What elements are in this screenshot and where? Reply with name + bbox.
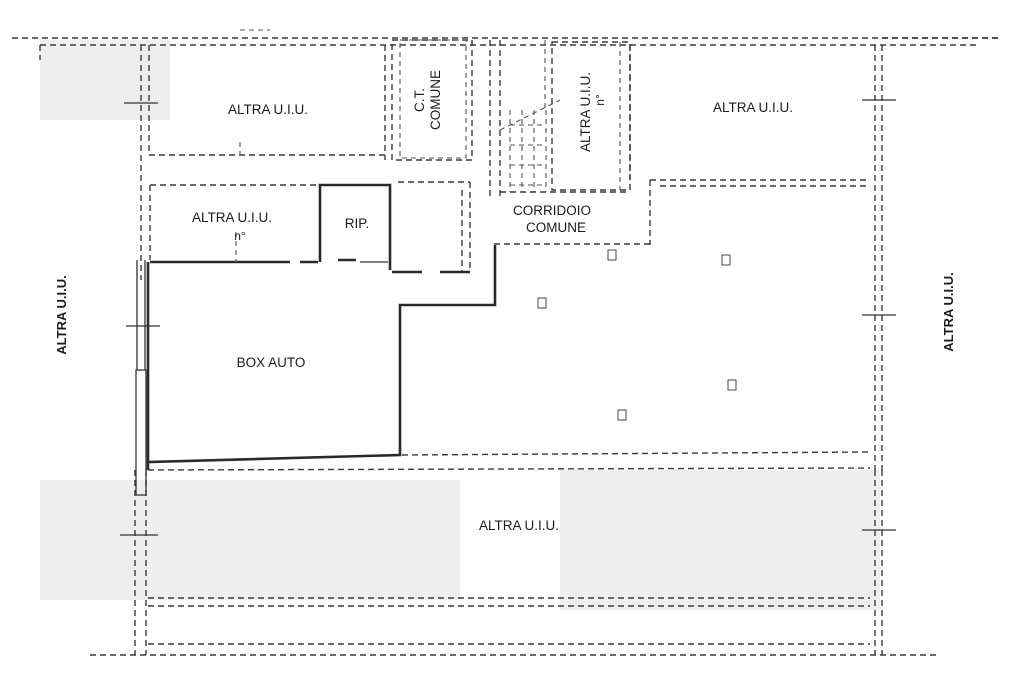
room-mid-left <box>149 184 318 264</box>
label-right-side: ALTRA U.I.U. <box>941 272 956 351</box>
box-auto-left-wall <box>126 260 160 496</box>
stairs <box>489 40 561 200</box>
room-ct-comune <box>391 39 473 161</box>
label-top-right: ALTRA U.I.U. <box>713 100 793 115</box>
room-closet <box>392 181 471 274</box>
pillar-symbols <box>537 249 737 421</box>
label-corridoio-line2: COMUNE <box>526 220 586 235</box>
label-mid-left-line1: ALTRA U.I.U. <box>192 210 272 225</box>
label-box-auto: BOX AUTO <box>237 355 306 370</box>
right-outer-wall <box>862 37 1000 655</box>
label-ct-line1: C.T. <box>412 88 427 112</box>
room-top-left <box>149 29 386 160</box>
scan-smudge <box>560 470 880 610</box>
room-large-right <box>147 451 871 471</box>
label-bottom: ALTRA U.I.U. <box>479 518 559 533</box>
room-bottom <box>120 534 870 645</box>
label-top-left: ALTRA U.I.U. <box>228 102 308 117</box>
label-mid-left-line2: n° <box>234 229 246 243</box>
label-corridoio-line1: CORRIDOIO <box>513 203 591 218</box>
label-top-middle-suffix: n° <box>593 94 607 106</box>
room-top-right <box>649 45 896 470</box>
scan-smudge <box>40 40 170 120</box>
label-rip: RIP. <box>345 216 370 231</box>
room-corridoio-comune <box>494 191 650 245</box>
scan-smudge <box>40 480 460 600</box>
label-ct-line2: COMUNE <box>428 70 443 130</box>
label-left-side: ALTRA U.I.U. <box>54 275 69 354</box>
left-outer-wall <box>124 45 158 655</box>
label-top-middle: ALTRA U.I.U. <box>578 72 593 152</box>
outer-boundary <box>12 37 1000 656</box>
room-box-auto <box>146 245 497 470</box>
room-rip <box>318 183 392 270</box>
room-top-middle <box>551 41 631 191</box>
